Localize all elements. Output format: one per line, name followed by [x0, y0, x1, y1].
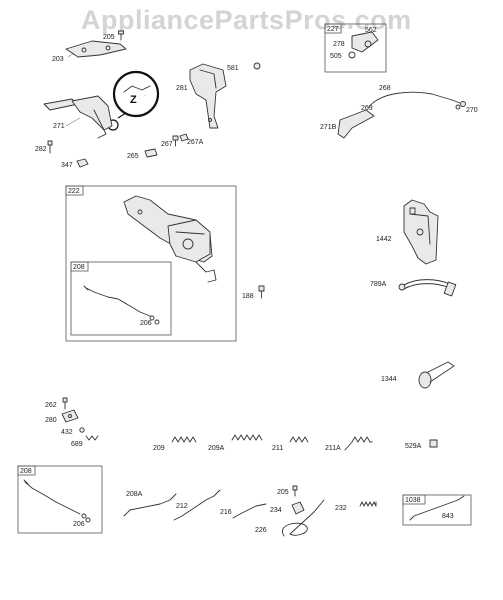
- part-282-screw: [47, 140, 53, 154]
- label-206-box: 206: [140, 320, 152, 327]
- label-347: 347: [61, 162, 73, 169]
- part-271-throttle-control: [43, 95, 113, 139]
- label-222: 222: [68, 188, 80, 195]
- callout-letter: Z: [130, 94, 137, 106]
- part-529A-nut: [429, 439, 438, 448]
- label-843: 843: [442, 513, 454, 520]
- part-216-link: [232, 503, 267, 519]
- box-1038: [402, 494, 472, 526]
- part-205-lower-screw: [292, 485, 298, 497]
- part-270-clip: [455, 104, 461, 110]
- part-347-nut: [76, 158, 89, 168]
- part-203-bracket: [65, 40, 127, 58]
- label-581: 581: [227, 65, 239, 72]
- label-278: 278: [333, 41, 345, 48]
- part-226-governor-link: [281, 499, 325, 537]
- label-206-low: 206: [73, 521, 85, 528]
- part-206-spring-box: [149, 315, 160, 325]
- part-211-spring: [289, 436, 309, 443]
- label-562: 562: [365, 27, 377, 34]
- label-205-top: 205: [103, 34, 115, 41]
- part-208-governor-link-lower: [23, 479, 81, 515]
- part-267A-nut: [179, 133, 189, 142]
- label-1442: 1442: [376, 236, 392, 243]
- label-529A: 529A: [405, 443, 422, 450]
- part-267-screw: [172, 135, 179, 147]
- label-208-low: 208: [20, 468, 32, 475]
- part-262-screw: [62, 397, 68, 410]
- label-267A: 267A: [187, 139, 204, 146]
- box-227: [324, 23, 387, 73]
- part-843-link: [409, 495, 465, 521]
- label-432: 432: [61, 429, 73, 436]
- label-208A: 208A: [126, 491, 143, 498]
- label-211: 211: [272, 445, 283, 452]
- label-271B: 271B: [320, 124, 337, 131]
- label-282: 282: [35, 146, 47, 153]
- label-226: 226: [255, 527, 267, 534]
- part-1442-control-assembly: [403, 199, 439, 265]
- part-232-spring: [359, 501, 377, 507]
- part-234-clip: [291, 501, 305, 515]
- part-212-link: [173, 489, 221, 521]
- label-262: 262: [45, 402, 57, 409]
- box-208-inner: [70, 261, 172, 336]
- part-208-governor-link-box: [83, 285, 151, 317]
- part-689-spring: [85, 435, 99, 441]
- part-271B-lever: [337, 109, 375, 139]
- part-209-spring: [171, 436, 197, 443]
- label-280: 280: [45, 417, 57, 424]
- part-211A-spring: [344, 436, 373, 451]
- part-581-nut: [253, 62, 261, 70]
- label-216: 216: [220, 509, 232, 516]
- part-222-control-bracket-assembly: [123, 195, 217, 283]
- part-281-control-bracket: [189, 63, 227, 129]
- label-281: 281: [176, 85, 188, 92]
- label-265: 265: [127, 153, 139, 160]
- label-689: 689: [71, 441, 83, 448]
- part-432-nut: [79, 427, 85, 433]
- part-265-clip: [144, 148, 158, 158]
- part-209A-spring: [231, 434, 263, 441]
- label-789A: 789A: [370, 281, 387, 288]
- label-234: 234: [270, 507, 282, 514]
- watermark: AppliancePartsPros.com: [81, 5, 412, 35]
- label-232: 232: [335, 505, 347, 512]
- label-1344: 1344: [381, 376, 397, 383]
- label-209: 209: [153, 445, 165, 452]
- callout-z-circle: Z ...: [112, 70, 160, 118]
- label-505: 505: [330, 53, 342, 60]
- label-212: 212: [176, 503, 188, 510]
- part-789A-wire-harness: [398, 279, 457, 297]
- label-269: 269: [361, 105, 373, 112]
- label-268: 268: [379, 85, 391, 92]
- label-270: 270: [466, 107, 478, 114]
- part-1344-dipstick: [418, 361, 455, 389]
- part-206-spring-lower: [81, 513, 91, 523]
- part-505-washer: [348, 51, 356, 59]
- label-227: 227: [327, 26, 339, 33]
- box-208-lower: [17, 465, 103, 534]
- label-1038: 1038: [405, 497, 421, 504]
- label-271: 271: [53, 123, 65, 130]
- label-188: 188: [242, 293, 254, 300]
- part-208A-link: [123, 493, 177, 517]
- label-205-low: 205: [277, 489, 289, 496]
- part-280-bracket: [61, 409, 79, 423]
- part-188-screw: [258, 285, 265, 299]
- part-278-governor-lever: [351, 31, 379, 53]
- box-222: [65, 185, 237, 342]
- part-268-control-cable: [367, 91, 466, 109]
- label-203: 203: [52, 56, 64, 63]
- label-208-box: 208: [73, 264, 85, 271]
- label-267: 267: [161, 141, 173, 148]
- callout-note: ...: [144, 93, 147, 97]
- label-209A: 209A: [208, 445, 225, 452]
- label-211A: 211A: [325, 445, 341, 452]
- part-205-top-screw: [118, 30, 124, 41]
